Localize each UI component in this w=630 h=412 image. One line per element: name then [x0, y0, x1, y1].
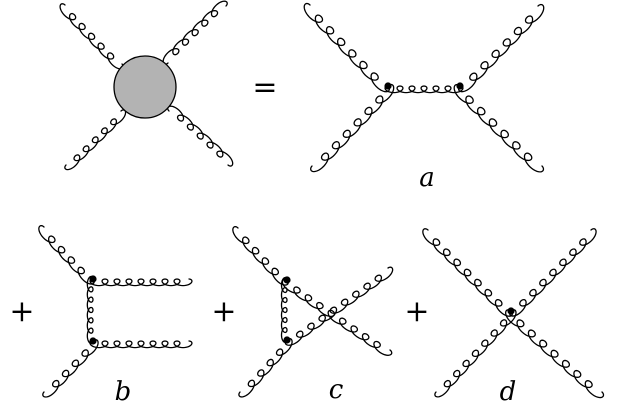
c-gluon-crossed-up: [284, 266, 394, 346]
label-a: a: [419, 163, 435, 193]
a-gluon-top-left: [303, 2, 391, 93]
label-c: c: [329, 375, 344, 405]
blob-gluon-bottom-left: [64, 109, 127, 171]
blob-gluon-top-left: [59, 3, 124, 70]
b-vertex-top: [89, 275, 97, 283]
vertices: [89, 82, 515, 345]
label-b: b: [115, 377, 132, 407]
b-gluon-bottom-right: [89, 340, 193, 349]
plus-sign-b: +: [9, 294, 34, 329]
a-gluon-bottom-right: [453, 83, 545, 173]
b-vertex-bottom: [89, 337, 97, 345]
a-vertex-right: [456, 82, 464, 90]
equals-sign: =: [252, 70, 277, 105]
gluon-lines: [38, 0, 605, 399]
d-vertex-center: [507, 307, 515, 315]
c-gluon-bottom-left: [238, 337, 293, 398]
d-gluon-bottom-right: [505, 309, 605, 399]
label-d: d: [500, 377, 517, 407]
c-gluon-top-left: [232, 226, 289, 286]
a-gluon-bottom-left: [310, 83, 395, 173]
c-vertex-top: [283, 276, 291, 284]
d-gluon-bottom-left: [434, 309, 517, 398]
d-gluon-top-right: [509, 228, 597, 317]
c-gluon-propagator: [280, 276, 288, 344]
b-gluon-top-right: [89, 278, 193, 287]
b-gluon-top-left: [38, 225, 95, 285]
plus-sign-c: +: [211, 294, 236, 329]
four-point-blob: [113, 55, 177, 119]
d-gluon-top-left: [422, 228, 513, 317]
blob-gluon-bottom-right: [167, 105, 234, 167]
c-gluon-crossed-down: [281, 278, 393, 356]
c-vertex-bottom: [283, 336, 291, 344]
blob-gluon-top-right: [162, 0, 228, 65]
plus-sign-d: +: [404, 294, 429, 329]
b-gluon-propagator: [86, 275, 94, 345]
a-gluon-top-right: [457, 3, 545, 93]
a-gluon-propagator: [384, 85, 464, 94]
a-vertex-left: [384, 82, 392, 90]
b-gluon-bottom-left: [42, 339, 99, 398]
